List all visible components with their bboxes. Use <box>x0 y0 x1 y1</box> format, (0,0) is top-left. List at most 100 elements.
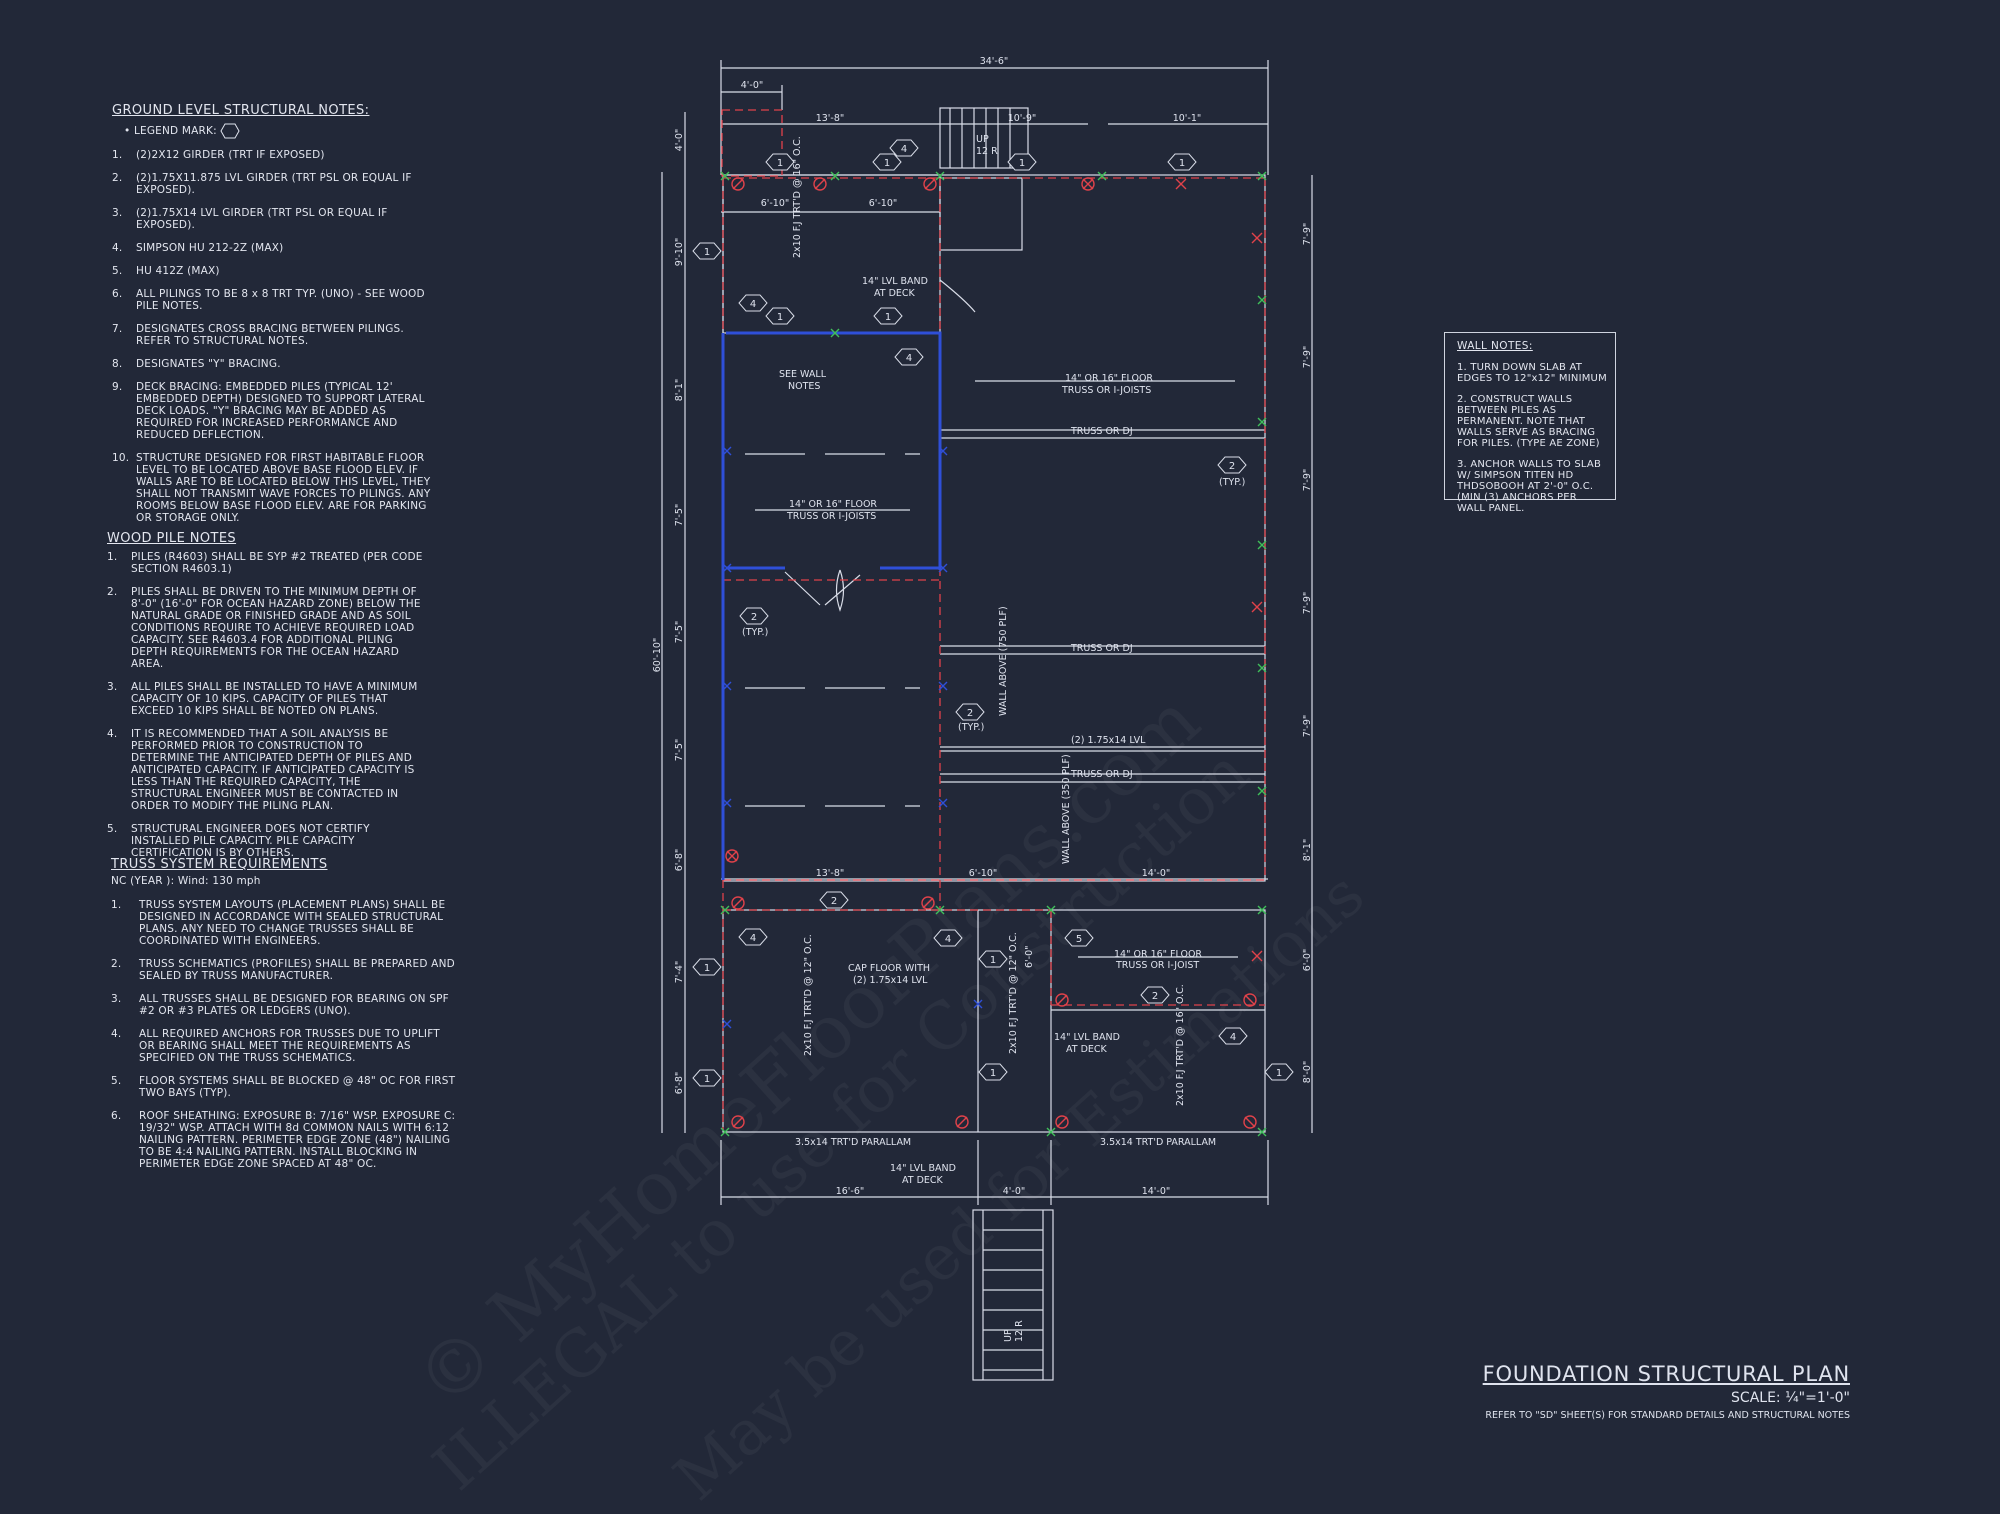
note-text: TRUSS SCHEMATICS (PROFILES) SHALL BE PRE… <box>139 958 455 982</box>
left-dim-0: 4'-0" <box>674 129 685 152</box>
note-number: 5. <box>112 265 123 277</box>
pile-notes-item: 2. PILES SHALL BE DRIVEN TO THE MINIMUM D… <box>107 586 425 670</box>
walls-blue <box>721 331 942 880</box>
note-number: 8. <box>112 358 123 370</box>
note-number: 4. <box>107 728 118 740</box>
truss-notes-item: 1.TRUSS SYSTEM LAYOUTS (PLACEMENT PLANS)… <box>111 899 456 947</box>
truss-notes-title: TRUSS SYSTEM REQUIREMENTS <box>111 857 328 872</box>
hex-tag: 4 <box>738 928 768 946</box>
truss-notes-item: 3.ALL TRUSSES SHALL BE DESIGNED FOR BEAR… <box>111 993 456 1017</box>
truss-notes-item: 5. FLOOR SYSTEMS SHALL BE BLOCKED @ 48" O… <box>111 1075 456 1099</box>
hex-tag: 4 <box>1218 1027 1248 1045</box>
pile-notes-item: 3.ALL PILES SHALL BE INSTALLED TO HAVE A… <box>107 681 425 717</box>
left-dim-6: 6'-8" <box>674 849 685 872</box>
label-truss-dj-3: TRUSS OR DJ <box>1070 769 1133 780</box>
plan-linework <box>661 60 1313 1381</box>
hexagon-legend-icon <box>220 123 240 139</box>
label-lvl-band-top-2: AT DECK <box>874 288 916 299</box>
hex-tag: 4 <box>738 294 768 312</box>
truss-notes-list: 1.TRUSS SYSTEM LAYOUTS (PLACEMENT PLANS)… <box>111 899 456 1170</box>
dim-overall: 34'-6" <box>980 56 1009 67</box>
truss-notes-item: 2. TRUSS SCHEMATICS (PROFILES) SHALL BE P… <box>111 958 456 982</box>
hex-tag: 1 <box>692 958 722 976</box>
note-text: STRUCTURE DESIGNED FOR FIRST HABITABLE F… <box>136 452 431 524</box>
pile-notes-item: 1.PILES (R4603) SHALL BE SYP #2 TREATED … <box>107 551 425 575</box>
svg-text:1: 1 <box>777 312 783 323</box>
svg-text:1: 1 <box>704 247 710 258</box>
note-number: 9. <box>112 381 123 393</box>
label-floor-truss-bot-2: TRUSS OR I-JOIST <box>1115 960 1199 971</box>
note-text: TRUSS SYSTEM LAYOUTS (PLACEMENT PLANS) S… <box>139 899 446 947</box>
note-number: 5. <box>111 1075 122 1087</box>
dim-13-8-mid: 13'-8" <box>816 868 845 879</box>
pile-notes-item: 4.IT IS RECOMMENDED THAT A SOIL ANALYSIS… <box>107 728 425 812</box>
legend-label: LEGEND MARK: <box>133 125 217 137</box>
note-number: 2. <box>111 958 122 970</box>
label-cap-floor: CAP FLOOR WITH <box>848 963 930 974</box>
hex-tag: 1 <box>692 1069 722 1087</box>
label-joist-top-left: 2x10 F.J TRT'D @ 16" O.C. <box>792 136 803 258</box>
plan-scale: SCALE: ¼"=1'-0" <box>1731 1390 1850 1406</box>
svg-text:4: 4 <box>901 144 907 155</box>
note-text: FLOOR SYSTEMS SHALL BE BLOCKED @ 48" OC … <box>139 1075 456 1099</box>
note-text: (2)1.75X11.875 LVL GIRDER (TRT PSL OR EQ… <box>136 172 412 196</box>
note-number: 2. <box>107 586 118 598</box>
note-text: DESIGNATES "Y" BRACING. <box>136 358 281 370</box>
hex-tag: 1 <box>978 950 1008 968</box>
note-number: 6. <box>111 1110 122 1122</box>
note-text: ALL TRUSSES SHALL BE DESIGNED FOR BEARIN… <box>139 993 449 1017</box>
left-dim-5: 7'-5" <box>674 739 685 762</box>
hex-tag: 1 <box>765 307 795 325</box>
plan-title: FOUNDATION STRUCTURAL PLAN <box>1482 1362 1850 1386</box>
label-parallam-l: 3.5x14 TRT'D PARALLAM <box>795 1137 911 1148</box>
label-typ-3: (TYP.) <box>958 722 984 733</box>
wall-notes-box: WALL NOTES: 1. TURN DOWN SLAB AT EDGES T… <box>1444 332 1616 514</box>
right-dim-3: 7'-9" <box>1302 592 1313 615</box>
right-dim-6: 6'-0" <box>1302 949 1313 972</box>
label-joist-bot-mid: 2x10 F.J TRT'D @ 12" O.C. <box>1008 932 1019 1054</box>
ground-notes-item: 1.(2)2X12 GIRDER (TRT IF EXPOSED) <box>112 149 432 161</box>
label-up-top: UP <box>976 134 989 145</box>
label-joist-bot-right: 2x10 F.J TRT'D @ 16" O.C. <box>1175 984 1186 1106</box>
ground-notes-item: 10.STRUCTURE DESIGNED FOR FIRST HABITABL… <box>112 452 432 524</box>
dim-10-1: 10'-1" <box>1173 113 1202 124</box>
note-text: (2)1.75X14 LVL GIRDER (TRT PSL OR EQUAL … <box>136 207 388 231</box>
note-number: 4. <box>111 1028 122 1040</box>
ground-notes-item: 6.ALL PILINGS TO BE 8 x 8 TRT TYP. (UNO)… <box>112 288 432 312</box>
svg-text:2: 2 <box>967 708 973 719</box>
svg-text:2: 2 <box>1152 991 1158 1002</box>
left-dim-8: 6'-8" <box>674 1072 685 1095</box>
plan-reference: REFER TO "SD" SHEET(S) FOR STANDARD DETA… <box>1485 1410 1850 1421</box>
ground-notes-item: 7.DESIGNATES CROSS BRACING BETWEEN PILIN… <box>112 323 432 347</box>
label-see-wall-2: NOTES <box>788 381 820 392</box>
right-dim-5: 8'-1" <box>1302 839 1313 862</box>
hex-tag: 1 <box>1007 153 1037 171</box>
left-dim-2: 8'-1" <box>674 379 685 402</box>
svg-text:1: 1 <box>704 1074 710 1085</box>
right-dim-1: 7'-9" <box>1302 346 1313 369</box>
label-lvl-band-bot-2: AT DECK <box>1066 1044 1108 1055</box>
right-dim-0: 7'-9" <box>1302 223 1313 246</box>
hex-tag: 1 <box>692 242 722 260</box>
label-typ-1: (TYP.) <box>1219 477 1245 488</box>
note-number: 2. <box>112 172 123 184</box>
legend-row: • LEGEND MARK: <box>112 123 432 139</box>
dim-6-10-a: 6'-10" <box>761 198 790 209</box>
truss-notes-subtitle: NC (YEAR ): Wind: 130 mph <box>111 875 261 887</box>
note-text: PILES SHALL BE DRIVEN TO THE MINIMUM DEP… <box>131 586 421 670</box>
right-dim-4: 7'-9" <box>1302 715 1313 738</box>
note-text: ROOF SHEATHING: EXPOSURE B: 7/16" WSP. E… <box>139 1110 456 1170</box>
dim-13-8-top: 13'-8" <box>816 113 845 124</box>
hex-tag: 2 <box>819 891 849 909</box>
label-floor-truss-left: 14" OR 16" FLOOR <box>789 499 877 510</box>
label-floor-truss-right-2: TRUSS OR I-JOISTS <box>1061 385 1151 396</box>
hex-tag: 4 <box>894 348 924 366</box>
svg-text:1: 1 <box>885 312 891 323</box>
left-dim-1: 9'-10" <box>674 238 685 267</box>
svg-text:1: 1 <box>1019 158 1025 169</box>
dim-4-0-top: 4'-0" <box>741 80 764 91</box>
ground-notes-item: 9.DECK BRACING: EMBEDDED PILES (TYPICAL … <box>112 381 432 441</box>
label-six-0: 6'-0" <box>1024 946 1035 969</box>
hex-tag: 5 <box>1064 929 1094 947</box>
